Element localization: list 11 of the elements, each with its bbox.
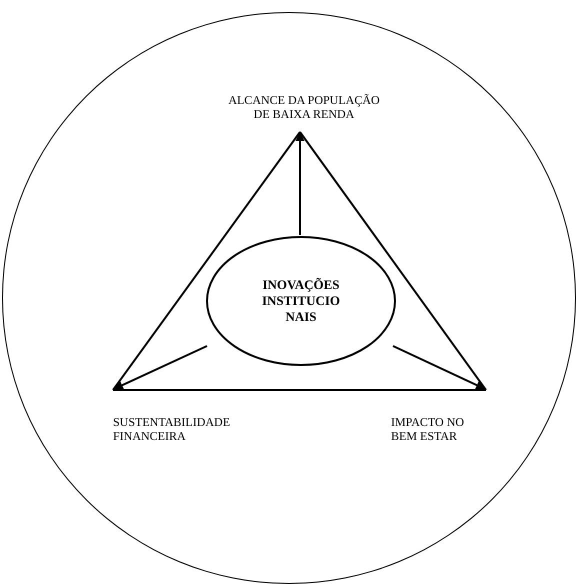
vertex-label: IMPACTO NO BEM ESTAR	[391, 415, 466, 443]
vertex-label: ALCANCE DA POPULAÇÃO DE BAIXA RENDA	[227, 93, 381, 121]
triangle-side	[112, 131, 301, 391]
vertex-label: SUSTENTABILIDADE FINANCEIRA	[113, 415, 232, 443]
circle-outline	[2, 12, 576, 584]
arrow	[296, 132, 304, 235]
arrow	[392, 345, 486, 390]
triangle-side	[299, 131, 487, 391]
triangle-side	[113, 389, 486, 391]
arrow	[114, 345, 208, 390]
center-label: INOVAÇÕES INSTITUCIO NAIS	[261, 277, 341, 325]
